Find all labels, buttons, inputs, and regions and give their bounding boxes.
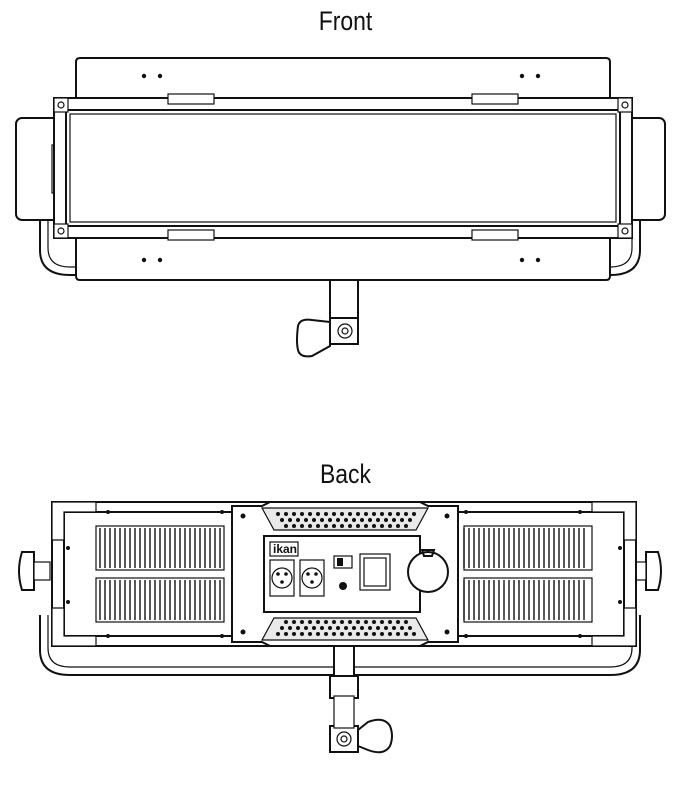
status-led <box>339 582 347 590</box>
bottom-barndoor <box>75 233 611 281</box>
back-view-title: Back <box>319 459 372 489</box>
back-spigot <box>333 645 355 681</box>
front-view-drawing <box>15 57 666 358</box>
front-diffuser-panel <box>69 113 617 223</box>
right-vent-grille <box>463 525 593 623</box>
front-spigot <box>329 279 359 321</box>
front-frame <box>53 97 633 239</box>
brand-logo <box>269 541 299 557</box>
top-barndoor <box>75 57 611 101</box>
front-tilt-knob <box>296 318 331 358</box>
back-tilt-knob <box>357 718 393 754</box>
brand-logo-text: ikan <box>273 542 297 556</box>
right-side-knob <box>645 551 662 591</box>
left-side-knob <box>18 551 35 591</box>
display-screen <box>359 553 391 591</box>
back-view-drawing: ikan <box>18 501 662 754</box>
dimmer-knob <box>407 551 449 593</box>
front-view-title: Front <box>318 6 373 36</box>
left-vent-grille <box>95 525 225 623</box>
